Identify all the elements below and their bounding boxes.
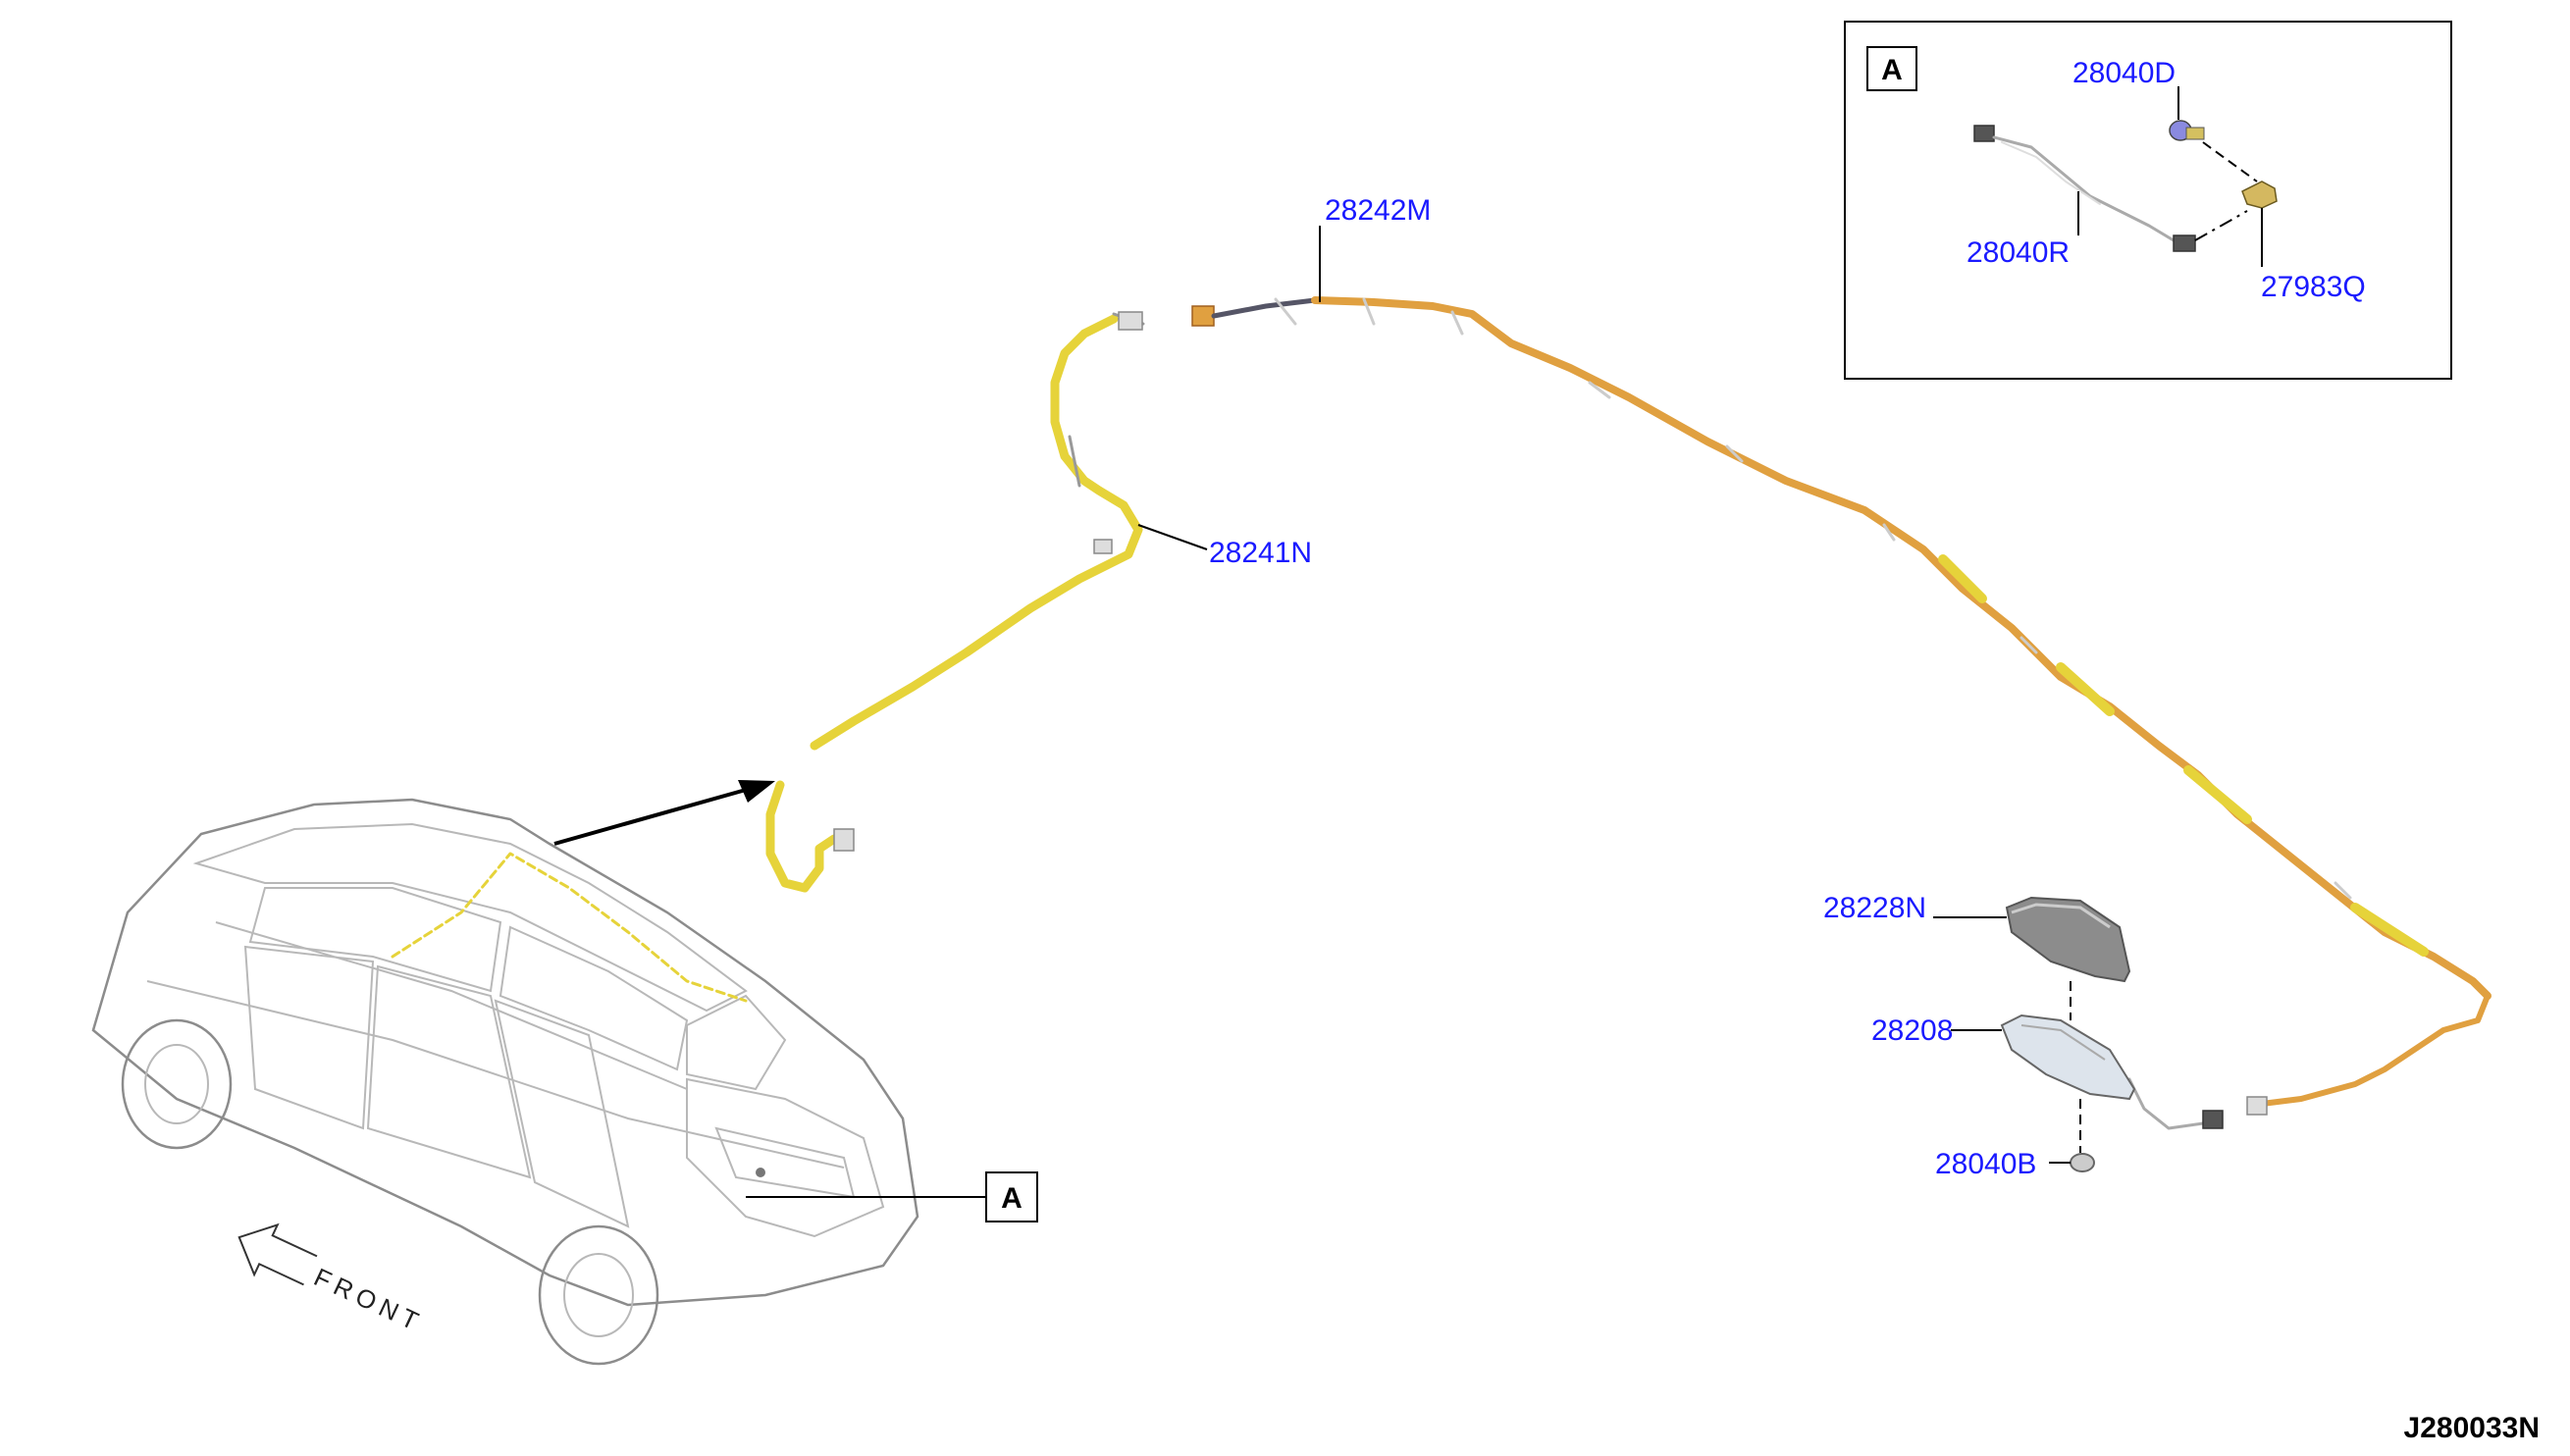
front-label: FRONT bbox=[309, 1262, 428, 1338]
car-detail-box[interactable]: A bbox=[985, 1171, 1038, 1222]
sub-harness[interactable] bbox=[1973, 125, 2196, 252]
front-indicator: FRONT bbox=[237, 1222, 428, 1338]
detail-box-letter: A bbox=[1881, 54, 1903, 86]
callout-28241N[interactable]: 28241N bbox=[1209, 537, 1312, 569]
callout-28242M[interactable]: 28242M bbox=[1325, 194, 1431, 227]
diagram-code: J280033N bbox=[2404, 1412, 2540, 1444]
vehicle-illustration bbox=[91, 798, 919, 1366]
antenna-base[interactable] bbox=[2000, 1014, 2136, 1101]
detail-view-a: A 28040R 28040D 27983Q bbox=[1844, 21, 2452, 380]
callout-27983Q[interactable]: 27983Q bbox=[2261, 271, 2366, 303]
hollow-arrow-icon bbox=[237, 1222, 318, 1286]
pointer-arrow bbox=[553, 780, 775, 846]
callout-28228N[interactable]: 28228N bbox=[1823, 892, 1926, 924]
nut-28040d[interactable] bbox=[2169, 120, 2205, 141]
callout-28040R[interactable]: 28040R bbox=[1967, 236, 2070, 269]
antenna-cover[interactable] bbox=[2005, 896, 2131, 983]
bracket-27983q[interactable] bbox=[2241, 181, 2278, 209]
callout-28208[interactable]: 28208 bbox=[1871, 1014, 1953, 1047]
car-detail-box-letter: A bbox=[1001, 1182, 1023, 1215]
antenna-nut[interactable] bbox=[2070, 1153, 2095, 1172]
callout-28040B[interactable]: 28040B bbox=[1935, 1148, 2036, 1180]
callout-28040D[interactable]: 28040D bbox=[2072, 57, 2176, 89]
antenna-feeder-harness[interactable] bbox=[765, 296, 2491, 1130]
